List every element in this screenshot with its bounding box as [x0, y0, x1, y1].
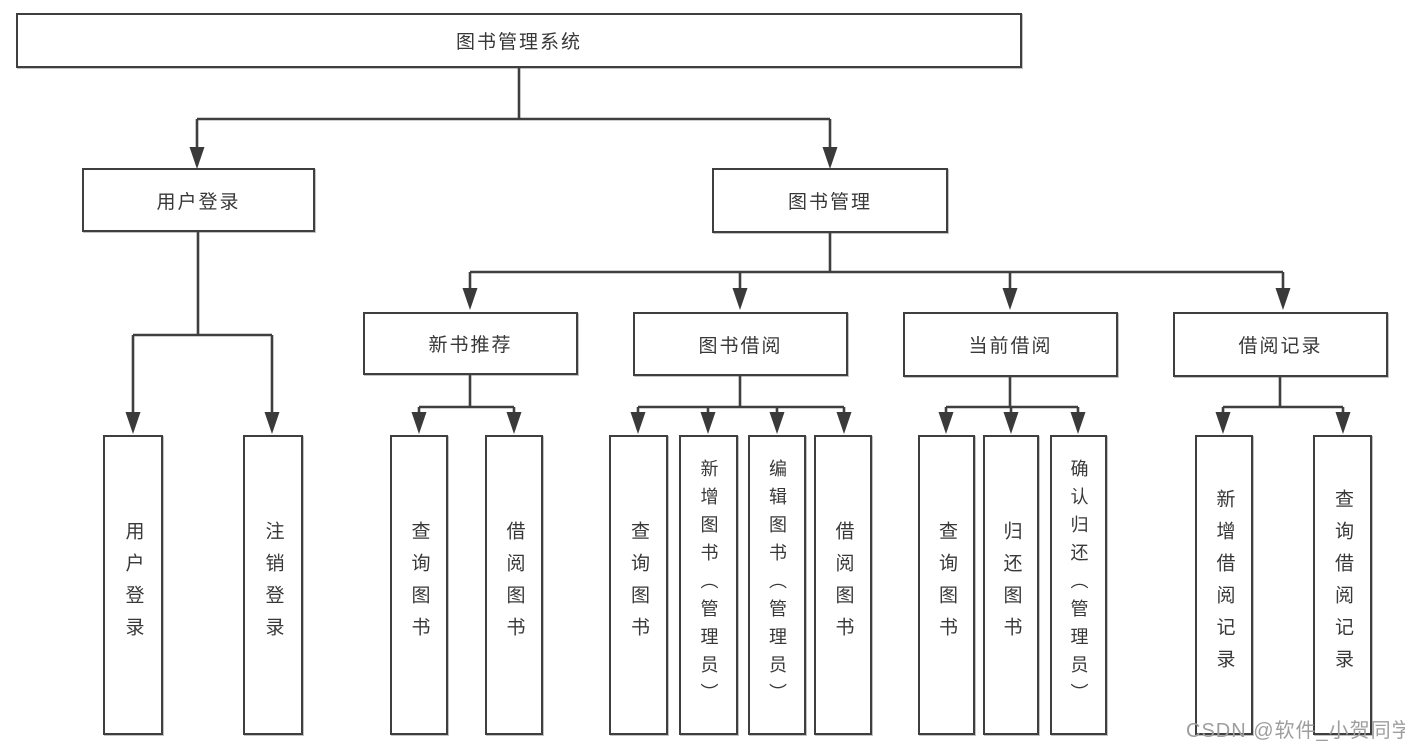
csdn-watermark: CSDN @软件_小贺同学 [1186, 720, 1405, 742]
leaf-add-borrow-record: 新增借阅记录 [1195, 435, 1253, 735]
leaf-query-books-current: 查询图书 [918, 435, 975, 735]
leaf-query-books-borrow: 查询图书 [609, 435, 668, 735]
leaf-confirm-return-admin: 确认归还（管理员） [1050, 435, 1107, 735]
node-library-management-system: 图书管理系统 [16, 13, 1022, 68]
node-new-book-recommend: 新书推荐 [363, 312, 578, 375]
leaf-borrow-books-recommend: 借阅图书 [485, 435, 543, 735]
leaf-return-books: 归还图书 [983, 435, 1039, 735]
leaf-user-login: 用户登录 [103, 435, 163, 735]
leaf-query-borrow-record: 查询借阅记录 [1313, 435, 1372, 735]
leaf-add-books-admin: 新增图书（管理员） [679, 435, 738, 735]
node-book-management: 图书管理 [712, 168, 948, 233]
leaf-query-books-recommend: 查询图书 [390, 435, 448, 735]
node-book-borrow: 图书借阅 [633, 312, 848, 376]
node-current-borrow: 当前借阅 [903, 312, 1118, 377]
node-borrow-record: 借阅记录 [1173, 312, 1388, 377]
leaf-logout: 注销登录 [243, 435, 303, 735]
leaf-edit-books-admin: 编辑图书（管理员） [748, 435, 806, 735]
node-user-login: 用户登录 [82, 168, 315, 232]
leaf-borrow-books: 借阅图书 [814, 435, 872, 735]
